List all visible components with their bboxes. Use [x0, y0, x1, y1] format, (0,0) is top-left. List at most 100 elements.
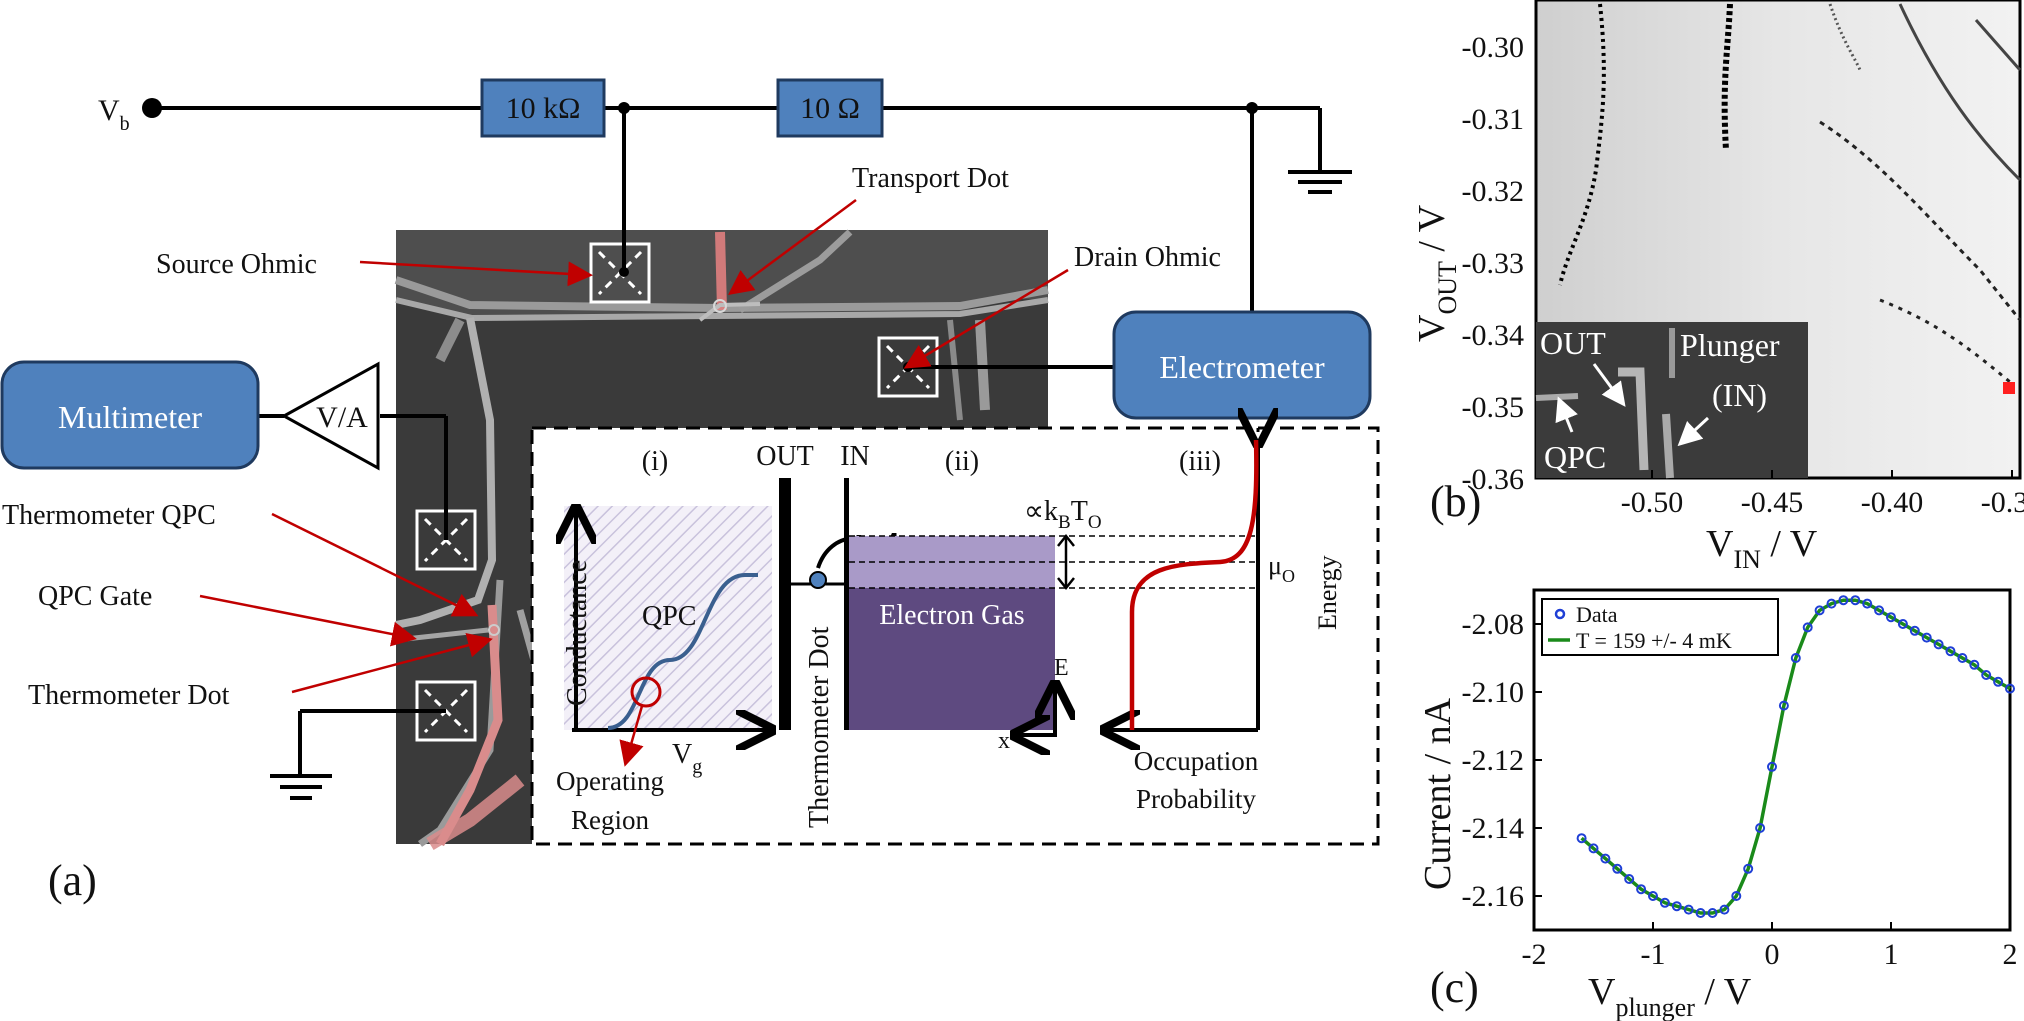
- svg-text:V/A: V/A: [316, 401, 368, 434]
- thermometer-dot-label: Thermometer Dot: [804, 626, 835, 828]
- x-tick-label: 1: [1884, 938, 1899, 971]
- annotation-qpc-gate: QPC Gate: [38, 581, 417, 647]
- electron-gas-label: Electron Gas: [879, 600, 1024, 631]
- panel-b-xlabel: VIN / V: [1706, 523, 1818, 574]
- conductance-label: Conductance: [562, 560, 593, 706]
- data-point: [1945, 646, 1956, 657]
- panel-b-yticks: -0.30 -0.31 -0.32 -0.33 -0.34 -0.35 -0.3…: [1462, 31, 1525, 496]
- data-point: [1826, 598, 1837, 609]
- svg-text:-0.50: -0.50: [1621, 486, 1684, 519]
- qpc-hatched-region: [564, 506, 772, 730]
- circuit-wires: [152, 106, 1352, 800]
- svg-text:Electrometer: Electrometer: [1159, 349, 1325, 385]
- data-point: [1755, 823, 1766, 833]
- resistor-10: 10 Ω: [776, 78, 884, 138]
- svg-text:-0.35: -0.35: [1981, 486, 2024, 519]
- data-point: [1981, 670, 1992, 680]
- sem-inset-b: OUT Plunger (IN) QPC: [1535, 322, 1808, 479]
- svg-text:-0.40: -0.40: [1861, 486, 1924, 519]
- data-point: [1648, 891, 1658, 901]
- dot-electron: [809, 571, 827, 589]
- svg-text:10 kΩ: 10 kΩ: [506, 92, 581, 125]
- va-amplifier: V/A: [280, 361, 380, 471]
- out-label: OUT: [756, 441, 814, 472]
- data-point: [1624, 874, 1635, 884]
- legend-data-label: Data: [1576, 602, 1618, 627]
- svg-text:-0.33: -0.33: [1462, 247, 1525, 280]
- svg-text:Multimeter: Multimeter: [58, 399, 202, 435]
- panel-b-ylabel: VOUT / V: [1411, 204, 1462, 342]
- data-point: [2005, 683, 2015, 694]
- data-point: [1671, 901, 1682, 912]
- data-point: [1683, 904, 1694, 915]
- x-tick-label: -2: [1522, 938, 1547, 971]
- svg-text:-0.30: -0.30: [1462, 31, 1525, 64]
- electron-gas-region: [849, 588, 1055, 730]
- inset-plunger-label: Plunger: [1680, 327, 1780, 363]
- data-point: [1957, 653, 1968, 663]
- svg-text:10 Ω: 10 Ω: [800, 92, 860, 125]
- energy-label: Energy: [1313, 555, 1342, 630]
- operating-region-label: Operating: [556, 766, 664, 796]
- data-point: [1695, 908, 1706, 918]
- data-point: [1731, 891, 1742, 901]
- vb-terminal: [142, 98, 162, 118]
- red-marker: [2003, 382, 2015, 394]
- svg-text:-0.34: -0.34: [1462, 319, 1525, 352]
- data-point: [1909, 625, 1920, 636]
- panel-label-b: (b): [1430, 477, 1481, 526]
- data-point: [1862, 598, 1873, 609]
- legend-fit-label: T = 159 +/- 4 mK: [1576, 628, 1732, 653]
- qpc-curve: [607, 573, 758, 730]
- svg-text:-0.45: -0.45: [1741, 486, 1804, 519]
- panel-c-ylabel: Current / nA: [1417, 697, 1459, 890]
- svg-text:Thermometer QPC: Thermometer QPC: [2, 500, 216, 531]
- fermi-curve: [1129, 439, 1259, 730]
- panel-label-c: (c): [1430, 963, 1479, 1012]
- data-point: [1850, 595, 1861, 606]
- in-label: IN: [840, 441, 870, 472]
- kbt-label: ∝kBTO: [1024, 496, 1102, 533]
- panel-b-xticks: -0.50 -0.45 -0.40 -0.35: [1621, 470, 2024, 519]
- in-barrier: [844, 478, 849, 730]
- data-point: [1600, 853, 1611, 864]
- panel-b: OUT Plunger (IN) QPC -0.50 -0.45 -0.40 -…: [1411, 0, 2024, 574]
- data-points: [1576, 595, 2015, 918]
- svg-text:Thermometer Dot: Thermometer Dot: [28, 680, 230, 711]
- label-iii: (iii): [1179, 446, 1221, 477]
- data-point: [1778, 700, 1789, 711]
- data-point: [1707, 908, 1718, 918]
- data-point: [1576, 833, 1587, 844]
- annotation-thermometer-qpc: Thermometer QPC: [2, 500, 479, 617]
- vg-label: Vg: [672, 739, 702, 778]
- annotation-transport-dot: Transport Dot: [727, 163, 1009, 295]
- annotation-thermometer-dot: Thermometer Dot: [28, 633, 493, 711]
- qpc-curve-label: QPC: [642, 601, 696, 632]
- data-point: [1838, 595, 1849, 606]
- data-point: [1659, 897, 1670, 908]
- data-point: [1636, 884, 1647, 895]
- panel-c-xlabel: Vplunger / V: [1588, 971, 1752, 1021]
- svg-text:-0.32: -0.32: [1462, 175, 1525, 208]
- y-tick-label: -2.16: [1462, 880, 1525, 913]
- svg-text:-0.31: -0.31: [1462, 103, 1525, 136]
- data-point: [1743, 863, 1754, 874]
- panel-a: Vb 10 kΩ 10 Ω Electrometer Multimeter V/…: [0, 78, 1380, 905]
- y-tick-label: -2.12: [1462, 744, 1525, 777]
- operating-region-label-2: Region: [571, 805, 649, 835]
- label-i: (i): [642, 446, 668, 477]
- data-point: [1588, 843, 1599, 854]
- multimeter-box: Multimeter: [0, 360, 260, 470]
- occupation-label: Occupation: [1134, 746, 1259, 776]
- x-tick-label: 0: [1765, 938, 1780, 971]
- wire-end: [619, 267, 629, 277]
- occupation-label-2: Probability: [1136, 784, 1256, 814]
- data-point: [1874, 605, 1885, 616]
- y-tick-label: -2.14: [1462, 812, 1525, 845]
- transition-lines: [1558, 3, 2022, 384]
- data-point: [1993, 676, 2004, 687]
- data-point: [1790, 653, 1801, 663]
- annotation-drain-ohmic: Drain Ohmic: [903, 242, 1221, 369]
